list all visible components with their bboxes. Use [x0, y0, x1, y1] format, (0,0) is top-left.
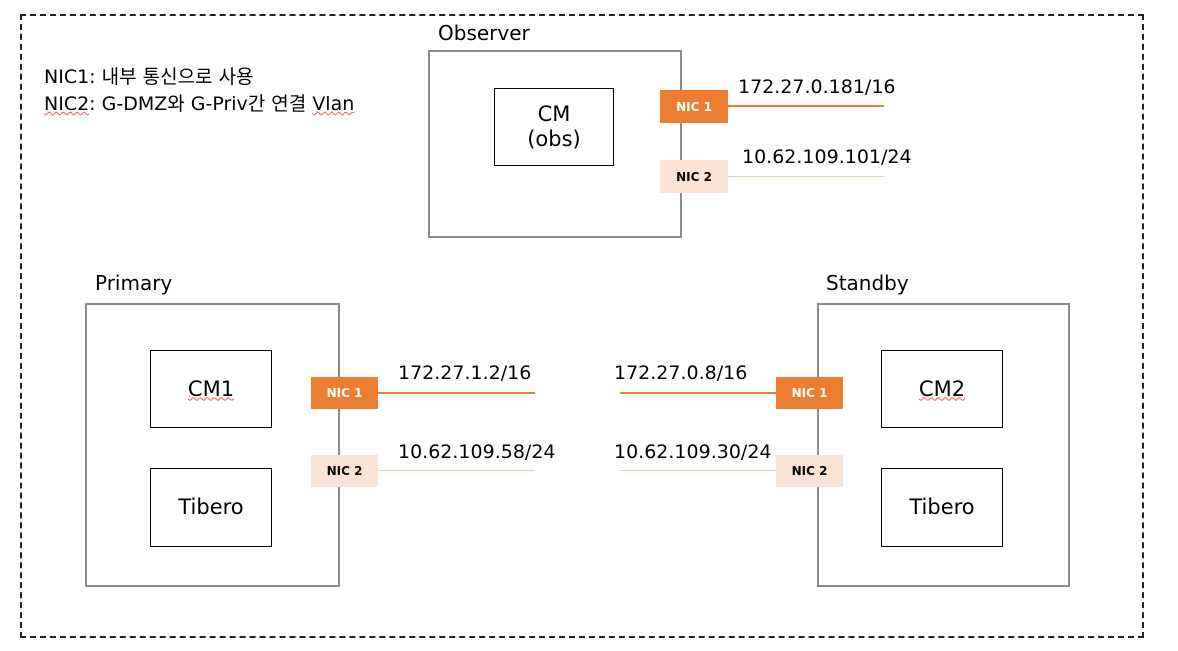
legend-nic1-key: NIC1 — [44, 66, 90, 88]
standby-nic1-badge: NIC 1 — [776, 377, 843, 409]
primary-nic1-ip: 172.27.1.2/16 — [398, 362, 532, 384]
primary-cm-label: CM1 — [187, 376, 235, 401]
standby-nic2-ip: 10.62.109.30/24 — [614, 441, 772, 463]
standby-title: Standby — [826, 271, 909, 295]
primary-nic2-ip: 10.62.109.58/24 — [398, 441, 556, 463]
standby-nic1-link — [620, 392, 777, 394]
standby-cm-box: CM2 — [881, 350, 1003, 428]
primary-nic2-link — [378, 470, 535, 471]
legend-nic1: NIC1: 내부 통신으로 사용 — [44, 64, 354, 91]
observer-nic2-ip: 10.62.109.101/24 — [742, 146, 912, 168]
legend-nic1-desc: : 내부 통신으로 사용 — [89, 66, 254, 88]
observer-nic1-badge: NIC 1 — [660, 90, 728, 123]
observer-nic2-link — [728, 176, 884, 177]
primary-cm-box: CM1 — [150, 350, 272, 428]
observer-cm-box: CM (obs) — [494, 88, 614, 166]
primary-nic2-badge: NIC 2 — [311, 455, 378, 487]
observer-nic1-link — [728, 105, 884, 107]
standby-nic2-badge: NIC 2 — [776, 455, 843, 487]
legend: NIC1: 내부 통신으로 사용 NIC2: G-DMZ와 G-Priv간 연결… — [44, 64, 354, 118]
primary-nic1-badge: NIC 1 — [311, 377, 378, 409]
network-boundary — [20, 14, 1144, 638]
standby-tibero-label: Tibero — [909, 495, 975, 519]
primary-nic1-link — [378, 392, 535, 394]
standby-nic1-ip: 172.27.0.8/16 — [614, 362, 748, 384]
observer-host — [428, 50, 682, 238]
observer-cm-sublabel: (obs) — [527, 127, 581, 151]
primary-title: Primary — [95, 271, 173, 295]
legend-nic2-key: NIC2 — [44, 93, 90, 115]
standby-tibero-box: Tibero — [881, 468, 1003, 547]
observer-nic1-ip: 172.27.0.181/16 — [738, 76, 896, 98]
observer-cm-label: CM — [537, 102, 571, 126]
legend-nic2-tail: Vlan — [312, 93, 355, 115]
observer-nic2-badge: NIC 2 — [660, 160, 728, 193]
legend-nic2: NIC2: G-DMZ와 G-Priv간 연결 Vlan — [44, 91, 354, 118]
standby-cm-label: CM2 — [918, 376, 966, 401]
standby-nic2-link — [620, 470, 777, 471]
observer-title: Observer — [438, 21, 530, 45]
primary-tibero-label: Tibero — [178, 495, 244, 519]
legend-nic2-desc: : G-DMZ와 G-Priv간 연결 — [89, 93, 313, 115]
primary-tibero-box: Tibero — [150, 468, 272, 547]
